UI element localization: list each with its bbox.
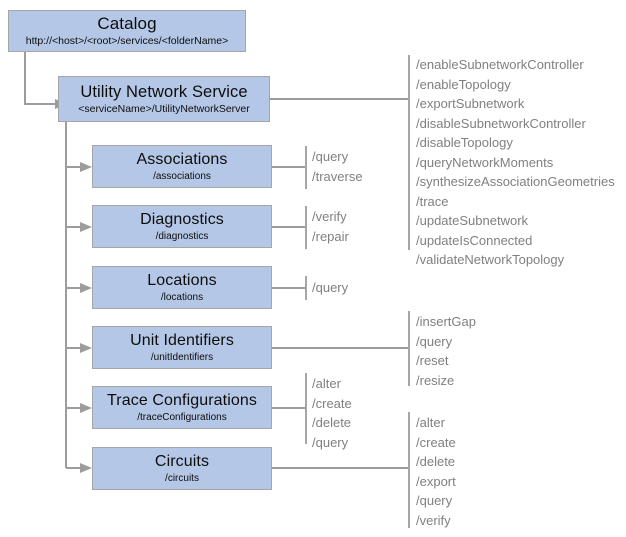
arrow-trace-configurations <box>80 403 92 413</box>
node-unit-identifiers-path: /unitIdentifiers <box>150 351 214 363</box>
operations-list-associations: /query/traverse <box>312 147 363 186</box>
node-trace-configurations-title: Trace Configurations <box>107 391 257 409</box>
operation-item: /reset <box>416 353 449 368</box>
arrow-diagnostics <box>80 222 92 232</box>
arrow-circuits <box>80 463 92 473</box>
node-unit-identifiers[interactable]: Unit Identifiers /unitIdentifiers <box>92 326 272 369</box>
node-catalog-title: Catalog <box>97 14 157 33</box>
operations-list-unit-identifiers: /insertGap/query/reset/resize <box>416 312 476 390</box>
operation-item: /verify <box>416 512 451 528</box>
operations-list-trace-configurations: /alter/create/delete/query <box>312 374 352 452</box>
node-unit-identifiers-title: Unit Identifiers <box>130 331 234 349</box>
operation-item: /query <box>312 149 349 164</box>
operation-item: /enableSubnetworkController <box>416 57 584 72</box>
node-circuits-path: /circuits <box>165 472 199 484</box>
operation-item: /queryNetworkMoments <box>416 154 554 170</box>
node-circuits-title: Circuits <box>154 452 210 470</box>
operation-item: /trace <box>416 193 449 209</box>
operations-list-locations: /query <box>312 278 348 298</box>
operation-item: /create <box>312 395 352 411</box>
operation-item: /updateIsConnected <box>416 232 533 248</box>
node-circuits[interactable]: Circuits /circuits <box>92 447 272 490</box>
operation-item: /resize <box>416 372 455 388</box>
operation-item: /delete <box>416 454 456 469</box>
node-locations-title: Locations <box>147 271 217 289</box>
operation-item: /delete <box>312 415 352 430</box>
operation-item: /updateSubnetwork <box>416 213 529 228</box>
operation-item: /alter <box>416 415 445 430</box>
operation-item: /repair <box>312 228 349 244</box>
node-associations-title: Associations <box>136 150 228 168</box>
node-catalog-path: http://<host>/<root>/services/<folderNam… <box>25 35 229 47</box>
node-locations-path: /locations <box>160 291 204 303</box>
node-locations[interactable]: Locations /locations <box>92 266 272 309</box>
node-trace-configurations-path: /traceConfigurations <box>137 411 227 423</box>
node-service-path: <serviceName>/UtilityNetworkServer <box>78 103 250 115</box>
operation-item: /validateNetworkTopology <box>416 252 565 267</box>
operation-item: /alter <box>312 376 341 391</box>
node-catalog[interactable]: Catalog http://<host>/<root>/services/<f… <box>8 10 246 52</box>
arrow-locations <box>80 283 92 293</box>
node-diagnostics[interactable]: Diagnostics /diagnostics <box>92 205 272 248</box>
operation-item: /disableSubnetworkController <box>416 115 586 131</box>
operation-item: /synthesizeAssociationGeometries <box>416 174 615 189</box>
arrow-unit-identifiers <box>80 343 92 353</box>
operation-item: /query <box>416 493 453 508</box>
arrow-associations <box>80 162 92 172</box>
operation-item: /enableTopology <box>416 76 511 92</box>
node-diagnostics-title: Diagnostics <box>140 210 224 228</box>
connector-catalog-to-service <box>24 52 55 105</box>
operation-item: /query <box>416 333 453 349</box>
node-service-title: Utility Network Service <box>80 83 248 101</box>
node-associations-path: /associations <box>153 170 211 182</box>
operation-item: /disableTopology <box>416 135 513 150</box>
node-trace-configurations[interactable]: Trace Configurations /traceConfiguration… <box>92 386 272 429</box>
operation-item: /query <box>312 280 349 295</box>
node-diagnostics-path: /diagnostics <box>155 230 209 242</box>
operation-item: /export <box>416 473 456 489</box>
node-utility-network-service[interactable]: Utility Network Service <serviceName>/Ut… <box>58 76 270 122</box>
operations-list-circuits: /alter/create/delete/export/query/verify <box>416 413 456 530</box>
operations-list-diagnostics: /verify/repair <box>312 207 349 246</box>
operation-item: /create <box>416 434 456 450</box>
operation-item: /query <box>312 434 349 450</box>
operation-item: /verify <box>312 209 347 224</box>
operation-item: /insertGap <box>416 314 476 329</box>
operation-item: /traverse <box>312 168 363 184</box>
operation-item: /exportSubnetwork <box>416 96 525 111</box>
operations-list-service: /enableSubnetworkController/enableTopolo… <box>416 55 615 270</box>
node-associations[interactable]: Associations /associations <box>92 145 272 188</box>
